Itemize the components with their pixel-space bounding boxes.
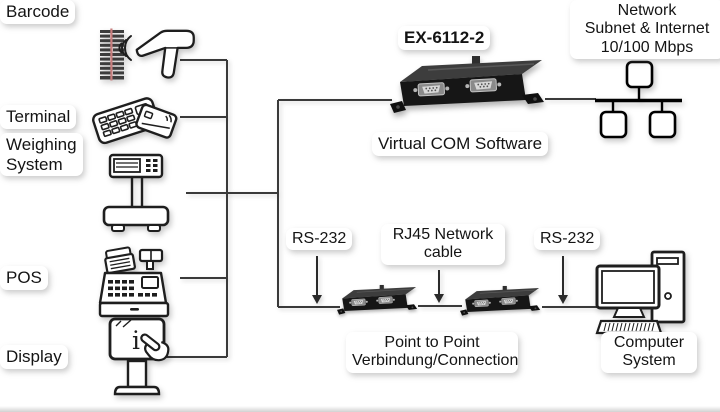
label-display: Display	[0, 345, 68, 369]
label-barcode: Barcode	[0, 0, 76, 24]
label-terminal: Terminal	[0, 105, 77, 129]
label-rs232-right: RS-232	[534, 228, 601, 251]
info-kiosk-icon: i	[108, 317, 170, 396]
credit-card	[135, 103, 178, 139]
info-glyph: i	[132, 326, 140, 355]
label-computer-system: Computer System	[601, 332, 697, 373]
cash-register-icon	[98, 246, 170, 318]
label-point-to-point: Point to Point Verbindung/Connection	[346, 332, 518, 373]
scan-line	[110, 28, 113, 81]
computer-icon	[595, 250, 686, 335]
label-pos: POS	[0, 266, 48, 290]
weighing-scale-icon	[102, 153, 170, 232]
rs232-left-arrow	[312, 256, 322, 304]
converter-device-right	[459, 285, 541, 316]
rj45-cable-arrow	[434, 270, 444, 303]
label-rj45-cable: RJ45 Network cable	[381, 224, 505, 265]
connection-lines	[164, 59, 598, 358]
label-weighing-system: Weighing System	[0, 133, 83, 177]
label-virtual-com-software: Virtual COM Software	[372, 132, 549, 156]
network-topology-icon	[595, 60, 682, 139]
ex6112-device	[389, 55, 545, 114]
rs232-right-arrow	[558, 256, 568, 304]
label-rs232-left: RS-232	[286, 228, 353, 251]
label-network: Network Subnet & Internet 10/100 Mbps	[570, 0, 720, 60]
payment-terminal-icon	[92, 97, 178, 145]
barcode-scanner-icon	[100, 28, 195, 81]
pointing-hand-icon	[140, 333, 170, 362]
converter-device-left	[336, 284, 418, 315]
device-model-title: EX-6112-2	[398, 26, 491, 50]
